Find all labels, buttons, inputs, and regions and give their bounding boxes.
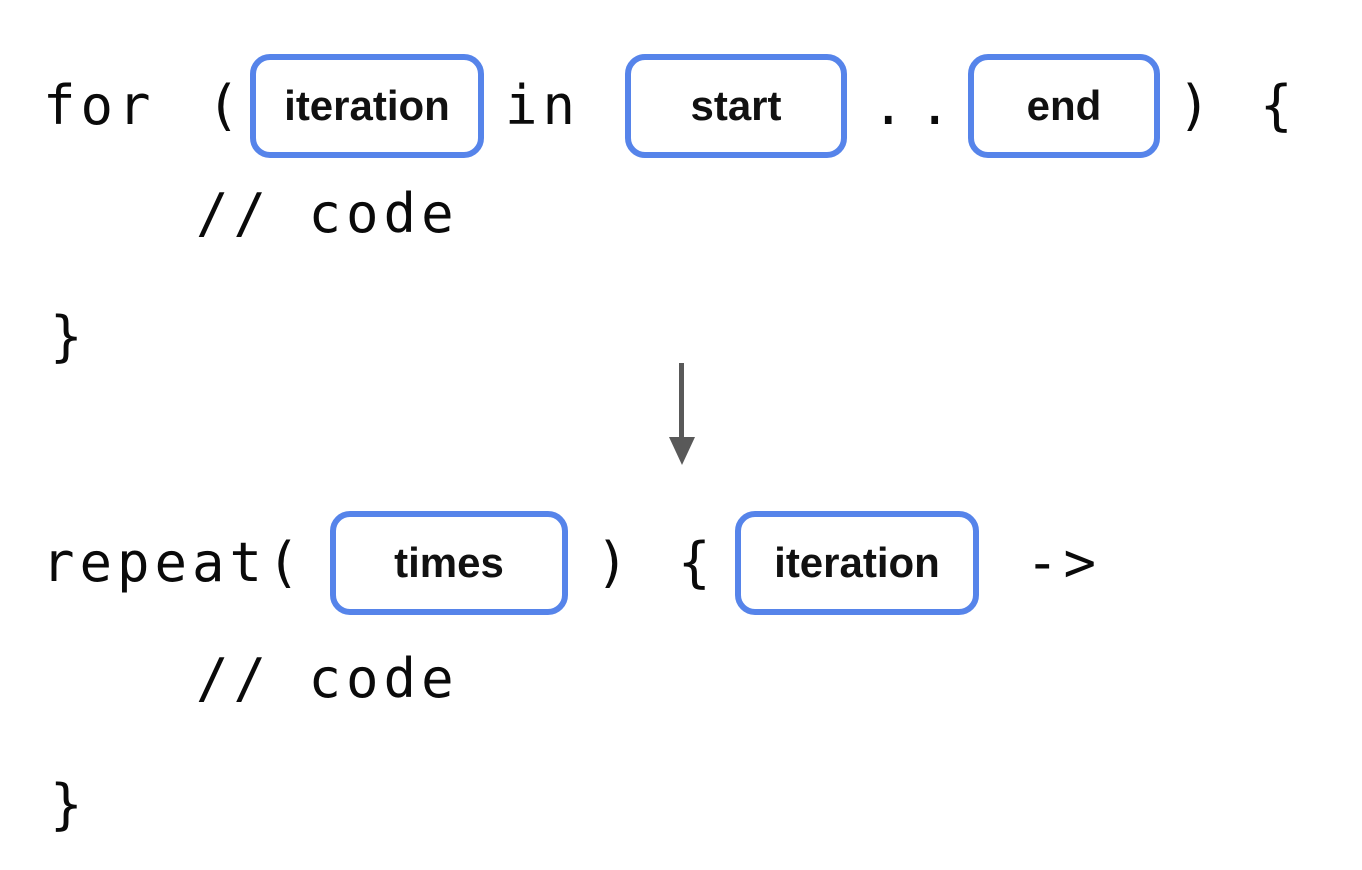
slot-end-label: end [1026,82,1102,129]
slot-start: start [625,54,847,158]
slot-iteration-lambda-label: iteration [774,539,940,586]
for-close-paren: ) [1178,74,1216,137]
slot-times-label: times [394,539,504,586]
down-arrow-shaft [679,363,684,439]
down-arrow-head [669,437,695,465]
slot-times: times [330,511,568,615]
slot-start-label: start [690,82,782,129]
repeat-close-brace: } [50,773,88,836]
range-operator: .. [872,74,966,137]
down-arrow-icon [669,363,695,465]
slot-iteration: iteration [250,54,484,158]
for-keyword: for [43,74,156,137]
in-keyword: in [505,74,581,137]
repeat-open-brace: { [678,531,716,594]
slot-end: end [968,54,1160,158]
repeat-close-paren: ) [596,531,634,594]
repeat-call: repeat( [42,531,305,594]
for-open-paren: ( [207,74,245,137]
for-body-comment: // code [196,182,459,245]
repeat-body-comment: // code [196,647,459,710]
lambda-arrow: -> [1026,531,1102,594]
slot-iteration-lambda: iteration [735,511,979,615]
slot-iteration-label: iteration [284,82,450,129]
for-close-brace: } [50,305,88,368]
for-open-brace: { [1260,74,1298,137]
